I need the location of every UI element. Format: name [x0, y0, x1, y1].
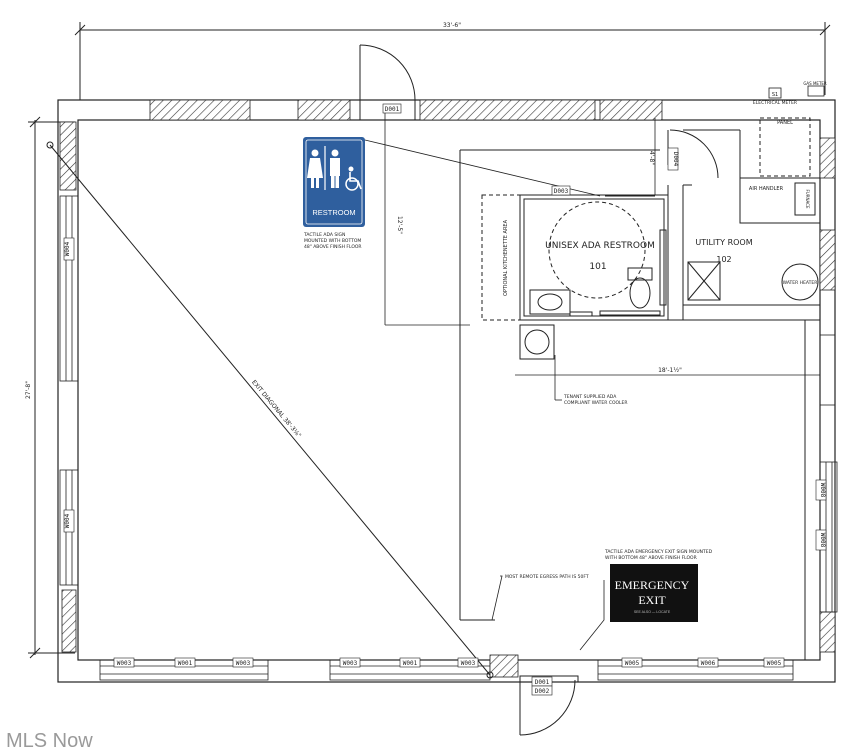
top-wall-hatch: [59, 99, 836, 653]
note-tactile-restroom: TACTILE ADA SIGN MOUNTED WITH BOTTOM 48"…: [303, 232, 363, 250]
panel-label: PANEL: [777, 120, 793, 126]
left-windows: [59, 195, 79, 586]
restroom-sign-text: RESTROOM: [312, 208, 355, 217]
tag-w004-left-1: W004: [63, 237, 75, 261]
tag-d003: D003: [551, 185, 571, 196]
tag-w008-right-1: W008: [815, 479, 827, 501]
overall-width-label: 33'-6": [443, 22, 461, 29]
restroom-number-label: 101: [589, 262, 606, 272]
interior-width-label: 18'-1½": [658, 367, 682, 374]
exterior-walls: [57, 99, 836, 683]
tag-w006: W006: [697, 657, 719, 668]
svg-text:W006: W006: [701, 660, 716, 667]
svg-text:D003: D003: [554, 188, 569, 195]
note-egress-path: MOST REMOTE EGRESS PATH IS 50FT: [505, 574, 589, 580]
tag-d001-bottom: D001: [531, 676, 553, 687]
svg-text:W008: W008: [819, 533, 826, 548]
air-handler-label: AIR HANDLER: [749, 186, 784, 192]
svg-text:W003: W003: [236, 660, 251, 667]
svg-text:W003: W003: [461, 660, 476, 667]
man-icon: [331, 149, 339, 157]
gas-meter-box: [807, 85, 825, 97]
overall-depth-label: 27'-8": [25, 381, 32, 399]
bottom-windows: [99, 654, 794, 681]
meter-tag: S1: [772, 92, 778, 98]
tag-w004-left-2: W004: [63, 509, 75, 533]
interior-partitions: [459, 117, 821, 660]
woman-icon: [311, 149, 319, 157]
tag-w005: W005: [621, 657, 643, 668]
tag-w001-b: W001: [399, 657, 421, 668]
tag-d002: D002: [531, 685, 553, 696]
note-water-cooler: TENANT SUPPLIED ADA COMPLIANT WATER COOL…: [563, 394, 628, 406]
tag-w005-b: W005: [763, 657, 785, 668]
tag-d001-top: D001: [382, 103, 402, 114]
door-d001-swing: [359, 44, 416, 120]
utility-name-label: UTILITY ROOM: [695, 238, 752, 247]
svg-text:D004: D004: [672, 152, 679, 167]
overall-width-dimension: [74, 22, 831, 100]
utility-number-label: 102: [716, 255, 731, 264]
tag-w001-a: W001: [174, 657, 196, 668]
gas-meter-label: GAS METER: [803, 81, 827, 86]
svg-text:W005: W005: [767, 660, 782, 667]
door-offset-label: 4'-8": [648, 151, 655, 165]
svg-text:W005: W005: [625, 660, 640, 667]
water-heater-label: WATER HEATER: [783, 280, 818, 286]
exit-sign-small: SEE ALSO — LOCATE: [634, 610, 671, 614]
note-tactile-exit: TACTILE ADA EMERGENCY EXIT SIGN MOUNTED …: [604, 549, 713, 561]
electrical-meter-label: ELECTRICAL METER: [753, 100, 797, 106]
wheelchair-icon: [348, 166, 354, 172]
svg-text:W008: W008: [819, 483, 826, 498]
tag-d004: D004: [667, 147, 679, 171]
restroom-sign: RESTROOM: [303, 137, 365, 227]
restroom-depth-label: 12'-5": [396, 216, 403, 234]
emergency-exit-sign: EMERGENCY EXIT SEE ALSO — LOCATE: [610, 564, 698, 622]
overall-depth-dimension: [28, 116, 75, 659]
tag-w003-c: W003: [339, 657, 361, 668]
svg-text:W003: W003: [343, 660, 358, 667]
exit-diagonal-line: [46, 141, 494, 679]
exit-diagonal-label: EXIT DIAGONAL 38'-3⅛": [250, 379, 302, 439]
svg-text:D002: D002: [535, 688, 550, 695]
furnace-label: FURNACE: [805, 190, 810, 209]
svg-text:W003: W003: [117, 660, 132, 667]
svg-text:W001: W001: [178, 660, 193, 667]
svg-text:D001: D001: [535, 679, 550, 686]
svg-text:W001: W001: [403, 660, 418, 667]
svg-text:W004: W004: [64, 241, 71, 256]
tag-w003-d: W003: [457, 657, 479, 668]
tag-w003-a: W003: [113, 657, 135, 668]
meter-box: [768, 87, 782, 99]
tags: D001 D003 D004 W004 W004 W008 W008 W003 …: [63, 103, 827, 696]
svg-text:W004: W004: [64, 513, 71, 528]
restroom-name-label: UNISEX ADA RESTROOM: [545, 241, 655, 251]
exit-sign-line1: EMERGENCY: [615, 578, 690, 592]
tag-w003-b: W003: [232, 657, 254, 668]
mls-watermark: MLS Now: [6, 730, 93, 752]
svg-text:D001: D001: [385, 106, 400, 113]
exit-sign-line2: EXIT: [638, 593, 666, 607]
tag-w008-right-2: W008: [815, 529, 827, 551]
kitchenette-label: OPTIONAL KITCHENETTE AREA: [503, 219, 509, 296]
